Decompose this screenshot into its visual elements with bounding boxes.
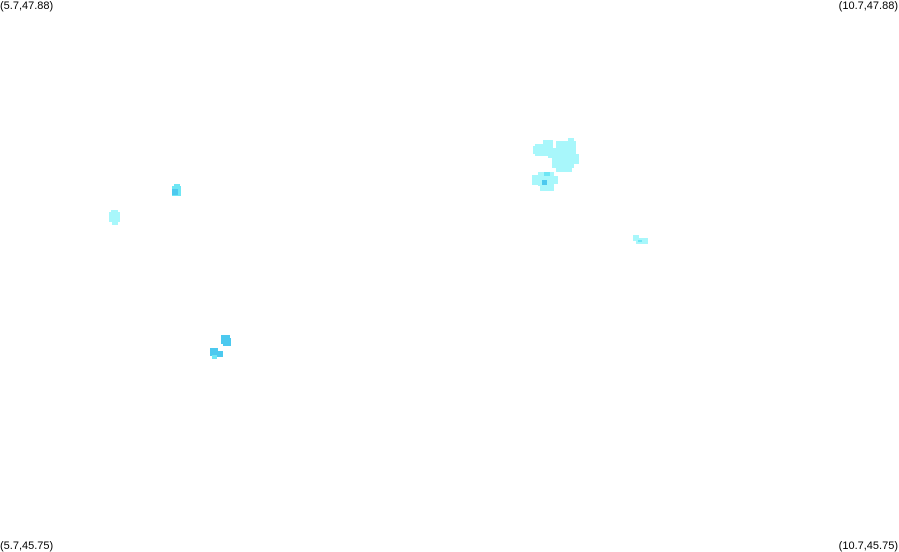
- blob-cell: [556, 166, 572, 172]
- blob-lower-left: [210, 335, 231, 359]
- blob-cell: [112, 221, 118, 225]
- blob-cell: [172, 189, 178, 195]
- corner-label-top-left: (5.7,47.88): [0, 0, 54, 12]
- blob-cell: [543, 140, 553, 146]
- blob-small-right: [633, 235, 648, 244]
- blob-cell: [554, 176, 558, 184]
- blob-cell: [532, 175, 538, 185]
- corner-label-top-right: (10.7,47.88): [838, 0, 898, 12]
- blob-cell: [109, 212, 120, 222]
- blob-cell: [552, 148, 574, 168]
- blob-cell: [542, 180, 547, 185]
- corner-label-bottom-right: (10.7,45.75): [838, 540, 898, 552]
- blob-top-left: [172, 184, 181, 196]
- blob-cell: [548, 150, 554, 158]
- blob-cell: [574, 154, 579, 164]
- blob-cell: [212, 355, 217, 359]
- blob-cell: [568, 138, 574, 144]
- blob-cell: [544, 172, 550, 176]
- corner-label-bottom-left: (5.7,45.75): [0, 540, 54, 552]
- blob-cell: [111, 210, 118, 213]
- blob-cell: [174, 184, 180, 187]
- blob-cell: [214, 351, 223, 357]
- blob-left: [109, 210, 120, 225]
- blob-cell: [540, 185, 554, 191]
- blob-cell: [638, 240, 642, 242]
- blob-cell: [223, 338, 231, 346]
- blob-cluster-large: [532, 138, 579, 191]
- blob-cell: [533, 146, 537, 154]
